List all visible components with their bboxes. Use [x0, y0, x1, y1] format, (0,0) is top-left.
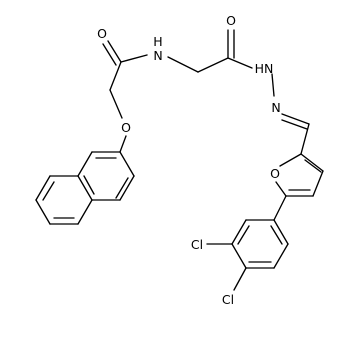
- glycine-linker: [167, 56, 229, 73]
- biaryl-link: [273, 195, 287, 221]
- amide-carbonyl-1: [102, 40, 148, 119]
- ether-link: [119, 135, 127, 153]
- furan-ring: [275, 153, 324, 197]
- carbonyl-oxygen-1: O: [97, 26, 107, 41]
- hydrazone-chain: [271, 73, 310, 155]
- chlorine-bottom: Cl: [222, 292, 234, 307]
- ether-oxygen: O: [121, 120, 131, 135]
- hydrazone-nitrogen: N: [271, 100, 280, 115]
- hydrazide-nh: HN: [255, 61, 274, 76]
- chlorine-top: Cl: [191, 237, 203, 252]
- carbonyl-oxygen-2: O: [226, 13, 236, 28]
- naphthalene-ring: [35, 151, 135, 225]
- amide-hydrogen: H: [153, 34, 162, 49]
- amide-carbonyl-2: [227, 29, 253, 69]
- dichlorophenyl-ring: [206, 219, 289, 291]
- furan-oxygen: O: [270, 166, 280, 181]
- amide-nitrogen: N: [153, 48, 162, 63]
